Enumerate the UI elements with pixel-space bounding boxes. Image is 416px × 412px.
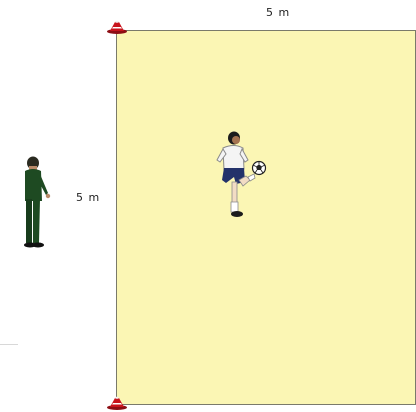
soccer-ball-icon [253, 162, 266, 175]
coach-figure-icon [20, 155, 54, 251]
cone-icon [106, 20, 128, 34]
height-dimension-label: 5 m [76, 191, 100, 204]
edge-mark [0, 344, 18, 345]
cone-icon [106, 396, 128, 410]
width-dimension-label: 5 m [266, 6, 290, 19]
player-juggling-icon [210, 130, 272, 222]
